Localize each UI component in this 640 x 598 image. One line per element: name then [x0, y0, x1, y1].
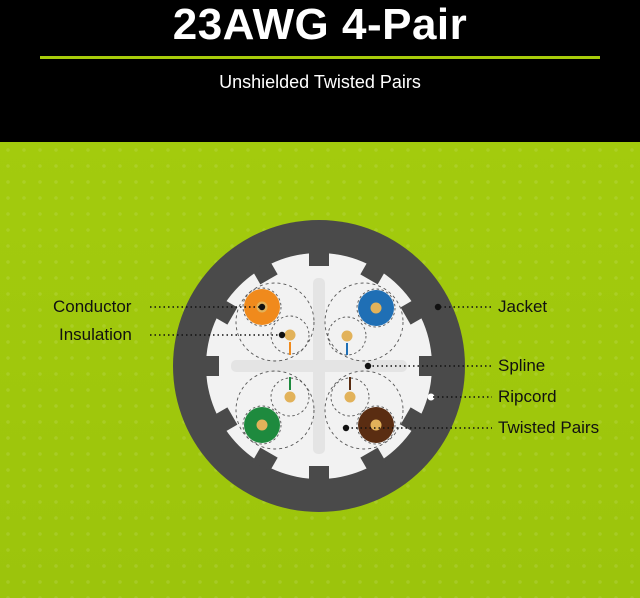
wire-white-blue	[341, 330, 353, 355]
spline-pointer	[364, 362, 372, 370]
twisted-pairs-pointer	[342, 424, 350, 432]
ripcord	[427, 393, 435, 401]
wire-white-orange	[284, 329, 296, 355]
pair-boundaries	[235, 282, 404, 450]
label-insulation: Insulation	[59, 325, 132, 344]
wire-blue	[358, 290, 394, 326]
wire-white-brown	[344, 377, 356, 403]
wire-brown	[358, 407, 394, 443]
wire-white-green	[284, 377, 296, 403]
spline	[231, 278, 407, 454]
title-divider	[40, 56, 600, 59]
label-conductor: Conductor	[53, 297, 132, 316]
label-ripcord: Ripcord	[498, 387, 557, 406]
wire-green	[244, 407, 280, 443]
insulation-pointer	[278, 331, 286, 339]
leader-dots	[258, 303, 442, 432]
page-subtitle: Unshielded Twisted Pairs	[219, 72, 421, 92]
jacket-pointer	[434, 303, 442, 311]
page-title: 23AWG 4-Pair	[172, 0, 468, 49]
label-spline: Spline	[498, 356, 546, 375]
conductor-pointer	[258, 303, 266, 311]
leader-lines	[150, 306, 492, 429]
header-band: 23AWG 4-Pair Unshielded Twisted Pairs	[0, 0, 640, 142]
wire-outlines	[242, 287, 396, 445]
label-jacket: Jacket	[498, 297, 548, 316]
label-twisted-pairs: Twisted Pairs	[498, 418, 600, 437]
